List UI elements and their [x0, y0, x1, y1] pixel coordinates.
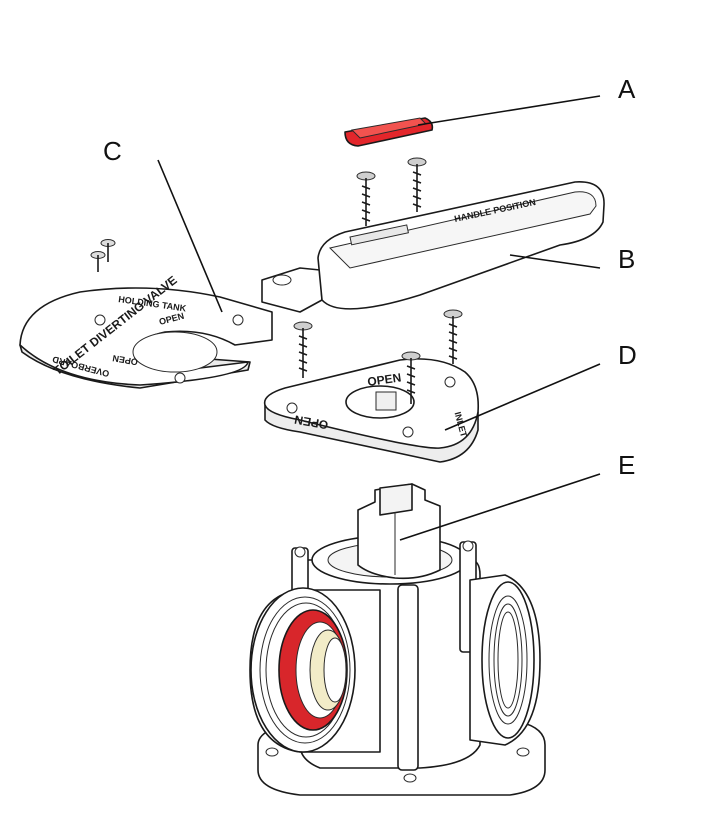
- label-hole-3: [174, 372, 186, 384]
- handle-cap: [344, 117, 434, 147]
- right-port-thread-2: [493, 603, 523, 717]
- label-plate-bore: [132, 331, 218, 373]
- leader-b: [509, 254, 601, 269]
- callout-a: A: [618, 74, 636, 104]
- mounting-hole-3: [402, 426, 414, 438]
- plate-screws: [293, 309, 463, 404]
- stem-key: [379, 483, 413, 516]
- plate-screw-thread-2: [448, 316, 458, 364]
- flange-hole-right: [516, 747, 530, 757]
- callout-d: D: [618, 340, 637, 370]
- label-plate: TOILET DIVERTING VALVE HOLDING TANK OPEN…: [19, 273, 273, 389]
- callout-b: B: [618, 244, 635, 274]
- leader-d: [444, 363, 601, 431]
- left-port-thread-1: [259, 596, 351, 744]
- label-hole-2: [232, 314, 244, 326]
- mounting-hole-1: [286, 402, 298, 414]
- inlet-inner-bore: [323, 637, 347, 703]
- valve-stem: [357, 483, 441, 580]
- flange-hole-left: [265, 747, 279, 757]
- callout-c: C: [103, 136, 122, 166]
- leader-lines: [157, 95, 601, 541]
- valve-handle: HANDLE POSITION: [261, 181, 605, 313]
- handle-base-hole: [272, 274, 292, 286]
- mounting-plate-slot: [375, 391, 397, 411]
- label-hole-1: [94, 314, 106, 326]
- leader-c: [157, 159, 223, 313]
- handle-slot: [349, 224, 409, 246]
- stem-body: [357, 483, 441, 580]
- mounting-open-top: OPEN: [366, 370, 402, 389]
- plate-screw-thread-3: [406, 358, 416, 404]
- plate-screw-thread-1: [298, 328, 308, 378]
- mounting-plate: OPEN OPEN INLET: [263, 358, 480, 463]
- right-port-thread-1: [488, 595, 528, 725]
- handle-top-face: [329, 191, 597, 269]
- handle-screw-thread-1: [361, 178, 371, 226]
- rib-screw-right: [462, 540, 474, 552]
- valve-body: [249, 483, 546, 796]
- handle-screws: [356, 157, 427, 226]
- right-port-opening: [481, 581, 535, 739]
- leader-a: [417, 95, 601, 126]
- mounting-open-left: OPEN: [293, 412, 329, 432]
- right-port-thread-3: [497, 611, 519, 709]
- label-open-2: OPEN: [112, 353, 139, 367]
- leader-e: [399, 473, 601, 541]
- handle-base-tab: [261, 267, 323, 313]
- handle-screw-thread-2: [412, 164, 422, 212]
- rib-screw-left: [294, 546, 306, 558]
- valve-rib-center: [397, 584, 419, 771]
- label-screws: [90, 239, 116, 272]
- mounting-hole-2: [444, 376, 456, 388]
- callout-e: E: [618, 450, 635, 480]
- flange-hole-front: [403, 773, 417, 783]
